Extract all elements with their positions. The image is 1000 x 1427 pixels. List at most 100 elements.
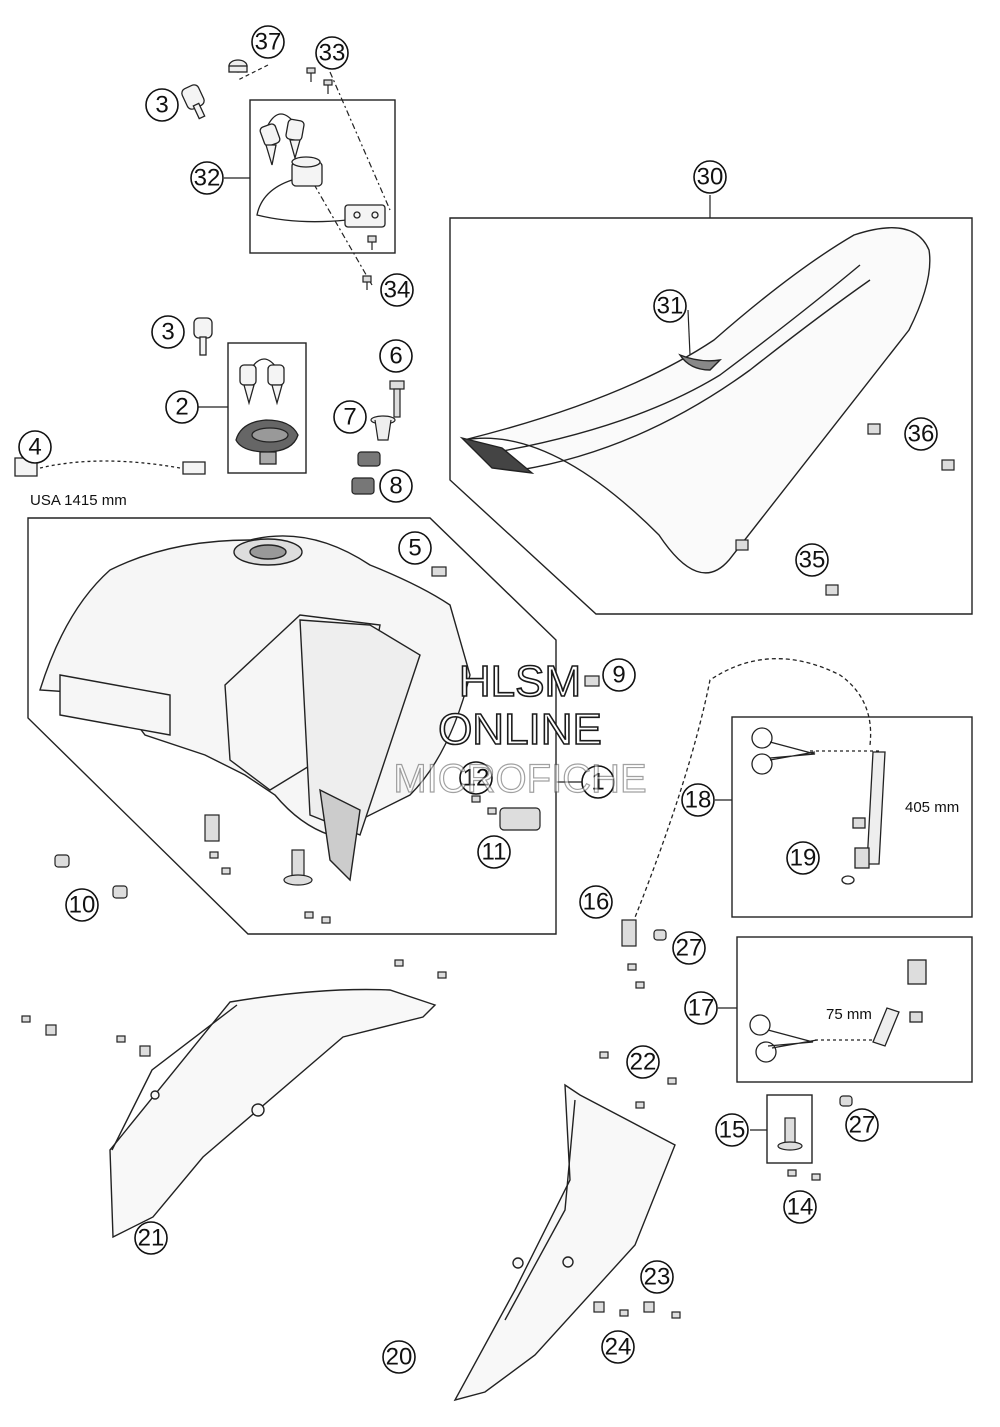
side-panel-left-hardware	[21, 959, 447, 1057]
callout-27: 27	[845, 1108, 879, 1142]
side-panel-right-part	[453, 1083, 676, 1402]
rubber-bushing-part-8	[351, 451, 381, 495]
callout-15: 15	[715, 1113, 749, 1147]
callout-22: 22	[626, 1045, 660, 1079]
svg-text:7: 7	[343, 404, 356, 431]
svg-text:15: 15	[719, 1117, 746, 1144]
svg-text:31: 31	[657, 293, 684, 320]
callout-23: 23	[640, 1260, 674, 1294]
svg-text:27: 27	[676, 935, 703, 962]
svg-text:20: 20	[386, 1344, 413, 1371]
svg-text:24: 24	[605, 1334, 632, 1361]
callout-17: 17	[684, 991, 718, 1025]
tank-hardware	[54, 566, 600, 899]
svg-text:4: 4	[28, 434, 41, 461]
callout-30: 30	[693, 160, 727, 194]
callout-3: 3	[151, 315, 185, 349]
screw-part-6	[389, 380, 405, 418]
callout-21: 21	[134, 1221, 168, 1255]
callout-24: 24	[601, 1330, 635, 1364]
seat-group-box	[449, 217, 973, 615]
callout-2: 2	[165, 390, 199, 424]
breather-group-box	[736, 936, 973, 1083]
side-panel-left-part	[109, 988, 437, 1239]
callout-3: 3	[145, 88, 179, 122]
key-part-lower	[193, 317, 213, 356]
svg-text:14: 14	[787, 1194, 814, 1221]
callout-4: 4	[18, 430, 52, 464]
svg-text:30: 30	[697, 164, 724, 191]
callout-14: 14	[783, 1190, 817, 1224]
fuel-tap-group-box	[766, 1094, 813, 1164]
callout-31: 31	[653, 289, 687, 323]
svg-text:34: 34	[384, 277, 411, 304]
callout-16: 16	[579, 885, 613, 919]
seat-part	[459, 227, 931, 574]
fuel-tap-part	[621, 919, 853, 1181]
svg-text:21: 21	[138, 1225, 165, 1252]
svg-text:3: 3	[155, 92, 168, 119]
svg-text:5: 5	[408, 535, 421, 562]
svg-text:22: 22	[630, 1049, 657, 1076]
vent-hose-part	[629, 658, 886, 931]
watermark-line2: ONLINE	[438, 705, 602, 754]
key-part-upper	[181, 84, 206, 120]
watermark: HLSM ONLINE MICROFICHE	[393, 656, 648, 801]
vent-hose-group-box	[731, 716, 973, 918]
callout-36: 36	[904, 417, 938, 451]
scissors-icon	[751, 727, 816, 775]
svg-text:37: 37	[255, 29, 282, 56]
ignition-lock-part	[256, 113, 386, 228]
svg-text:23: 23	[644, 1264, 671, 1291]
svg-text:17: 17	[688, 995, 715, 1022]
svg-text:6: 6	[389, 343, 402, 370]
group-boxes	[27, 99, 973, 1164]
svg-text:16: 16	[583, 889, 610, 916]
callout-18: 18	[681, 783, 715, 817]
sleeve-part-7	[370, 415, 396, 441]
svg-text:35: 35	[799, 547, 826, 574]
svg-text:8: 8	[389, 473, 402, 500]
callout-7: 7	[333, 400, 367, 434]
callout-12: 12	[459, 761, 493, 795]
svg-text:19: 19	[790, 845, 817, 872]
svg-text:32: 32	[194, 165, 221, 192]
svg-text:1: 1	[591, 769, 604, 796]
svg-text:12: 12	[463, 765, 490, 792]
callout-34: 34	[380, 273, 414, 307]
svg-text:27: 27	[849, 1112, 876, 1139]
svg-text:18: 18	[685, 787, 712, 814]
fuel-tap-part-tank	[204, 814, 331, 924]
fuel-cap-group-box	[227, 342, 307, 474]
side-panel-right-hardware	[593, 1051, 681, 1319]
callout-9: 9	[602, 658, 636, 692]
svg-text:33: 33	[319, 40, 346, 67]
svg-text:36: 36	[908, 421, 935, 448]
callout-19: 19	[786, 841, 820, 875]
watermark-line3: MICROFICHE	[393, 757, 646, 801]
callout-11: 11	[477, 835, 511, 869]
svg-text:2: 2	[175, 394, 188, 421]
callout-33: 33	[315, 36, 349, 70]
callout-8: 8	[379, 469, 413, 503]
svg-text:10: 10	[69, 892, 96, 919]
fuel-cap-part	[235, 358, 299, 465]
callout-37: 37	[251, 25, 285, 59]
callout-6: 6	[379, 339, 413, 373]
callout-5: 5	[398, 531, 432, 565]
rubber-cap-part	[228, 59, 248, 73]
svg-text:9: 9	[612, 662, 625, 689]
watermark-line1: HLSM	[459, 657, 581, 706]
svg-text:3: 3	[161, 319, 174, 346]
seat-bolts	[735, 423, 955, 596]
callout-20: 20	[382, 1340, 416, 1374]
callout-10: 10	[65, 888, 99, 922]
callout-27: 27	[672, 931, 706, 965]
fuel-line-length-label: USA 1415 mm	[30, 492, 127, 509]
callout-1: 1	[581, 765, 615, 799]
screw-part-33	[306, 67, 333, 94]
screw-part-34	[362, 235, 377, 290]
breather-length-label: 75 mm	[826, 1006, 872, 1023]
